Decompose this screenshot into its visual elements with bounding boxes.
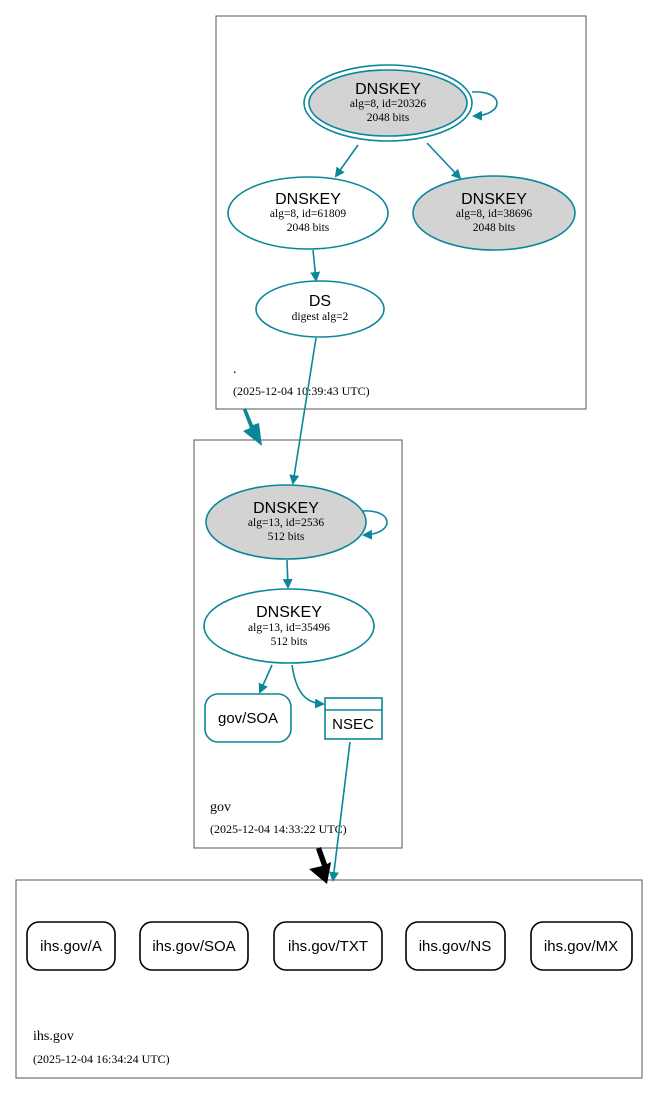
root-key3-detail: alg=8, id=38696 <box>456 208 532 220</box>
ihs-record-ns-label: ihs.gov/NS <box>419 938 492 955</box>
ihs-record-mx[interactable]: ihs.gov/MX <box>530 921 633 971</box>
gov-ksk-detail: alg=13, id=2536 <box>248 517 324 529</box>
root-ksk-self-signature <box>471 91 498 121</box>
gov-ksk-title: DNSKEY <box>253 500 319 517</box>
root-zone-name: . <box>233 362 237 377</box>
gov-soa-label: gov/SOA <box>218 710 278 727</box>
root-zone-timestamp: (2025-12-04 10:39:43 UTC) <box>233 384 370 398</box>
edge-gov-zsk-to-soa <box>258 664 273 694</box>
root-key3-title: DNSKEY <box>461 191 527 208</box>
root-ds-title: DS <box>309 293 331 310</box>
ihs-record-a-label: ihs.gov/A <box>40 938 102 955</box>
root-zsk-title: DNSKEY <box>275 191 341 208</box>
ihs-record-txt-label: ihs.gov/TXT <box>288 938 368 955</box>
edge-root-zsk-to-ds <box>310 249 321 282</box>
root-zsk-size: 2048 bits <box>287 222 330 234</box>
edge-root-ksk-to-key3 <box>426 142 462 180</box>
ihs-zone-name: ihs.gov <box>33 1029 74 1044</box>
root-ksk-detail: alg=8, id=20326 <box>350 98 426 110</box>
gov-zone-timestamp: (2025-12-04 14:33:22 UTC) <box>210 822 347 836</box>
gov-zsk-node[interactable]: DNSKEY alg=13, id=35496 512 bits <box>203 588 375 664</box>
delegation-arrow-gov-to-ihs <box>309 847 331 884</box>
gov-ksk-self-signature <box>361 510 388 540</box>
root-key3-node[interactable]: DNSKEY alg=8, id=38696 2048 bits <box>412 175 576 251</box>
gov-nsec-label: NSEC <box>332 716 374 733</box>
root-ds-detail: digest alg=2 <box>292 311 349 323</box>
ihs-record-txt[interactable]: ihs.gov/TXT <box>273 921 383 971</box>
ihs-record-a[interactable]: ihs.gov/A <box>26 921 116 971</box>
gov-ksk-node[interactable]: DNSKEY alg=13, id=2536 512 bits <box>205 484 367 560</box>
root-ds-node[interactable]: DS digest alg=2 <box>255 280 385 338</box>
edge-nsec-to-ihs <box>329 741 351 882</box>
edge-gov-ksk-to-zsk <box>282 559 293 589</box>
root-key3-size: 2048 bits <box>473 222 516 234</box>
gov-ksk-size: 512 bits <box>268 531 305 543</box>
edge-root-ksk-to-zsk <box>334 144 359 178</box>
ihs-record-ns[interactable]: ihs.gov/NS <box>405 921 506 971</box>
root-ksk-node[interactable]: DNSKEY alg=8, id=20326 2048 bits <box>303 64 473 142</box>
root-zsk-detail: alg=8, id=61809 <box>270 208 346 220</box>
ihs-record-mx-label: ihs.gov/MX <box>544 938 618 955</box>
gov-zone-name: gov <box>210 800 231 815</box>
edge-gov-zsk-to-nsec <box>291 664 325 709</box>
ihs-record-soa-label: ihs.gov/SOA <box>152 938 235 955</box>
gov-zsk-detail: alg=13, id=35496 <box>248 622 330 634</box>
ihs-zone-timestamp: (2025-12-04 16:34:24 UTC) <box>33 1052 170 1066</box>
root-ksk-title: DNSKEY <box>355 81 421 98</box>
gov-soa-node[interactable]: gov/SOA <box>204 693 292 743</box>
root-zsk-node[interactable]: DNSKEY alg=8, id=61809 2048 bits <box>227 176 389 250</box>
gov-zsk-size: 512 bits <box>271 636 308 648</box>
zone-ihs-cluster <box>15 879 643 1079</box>
delegation-arrow-root-to-gov <box>243 408 262 446</box>
gov-zsk-title: DNSKEY <box>256 604 322 621</box>
root-ksk-size: 2048 bits <box>367 112 410 124</box>
gov-nsec-node[interactable]: NSEC <box>324 697 383 740</box>
ihs-record-soa[interactable]: ihs.gov/SOA <box>139 921 249 971</box>
edge-root-ds-to-gov-ksk <box>289 337 317 485</box>
